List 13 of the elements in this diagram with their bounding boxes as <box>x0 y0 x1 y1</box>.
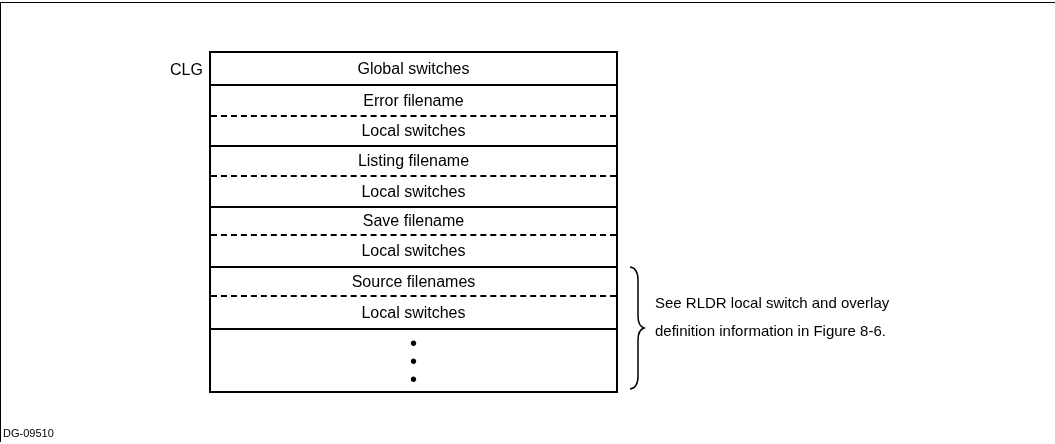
note-text: See RLDR local switch and overlay definition information in Figure 8-6. <box>655 293 891 341</box>
figure-id: DG-09510 <box>3 428 54 439</box>
row-label: Global switches <box>357 60 470 77</box>
stack-label: CLG <box>170 60 203 80</box>
row-label: Listing filename <box>357 153 470 169</box>
row-label: Local switches <box>361 183 466 200</box>
row-label: Local switches <box>361 123 466 139</box>
row-label: Save filename <box>362 213 465 229</box>
row-label: Error filename <box>363 92 464 109</box>
row-label: Source filenames <box>351 273 476 290</box>
row-label: Local switches <box>361 304 466 321</box>
vertical-ellipsis: • • • <box>409 333 418 388</box>
row-label: Local switches <box>361 243 466 259</box>
